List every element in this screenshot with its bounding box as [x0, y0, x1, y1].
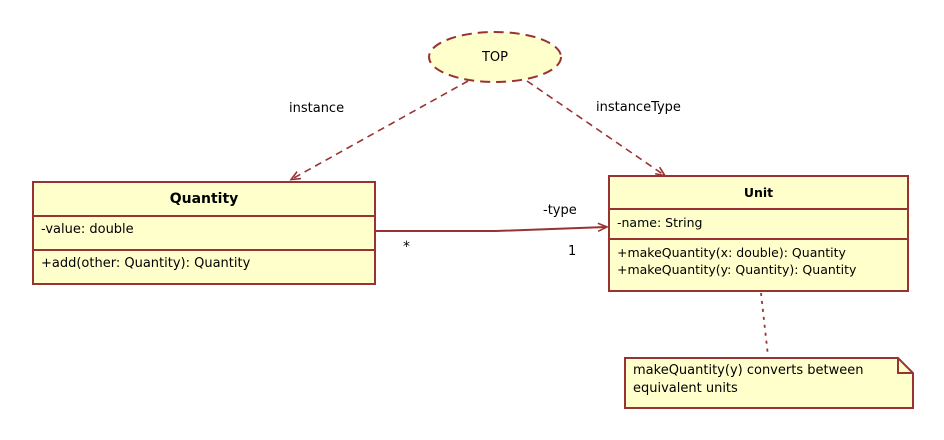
edge-note-link: [760, 292, 769, 357]
edge-instancetype: [526, 80, 667, 177]
multiplicity-source: *: [403, 239, 410, 255]
operation-row: +add(other: Quantity): Quantity: [41, 256, 251, 271]
edge-instance: [289, 80, 469, 181]
edge-label-instance: instance: [289, 101, 345, 116]
class-name-quantity: Quantity: [169, 191, 239, 207]
note-text-line: makeQuantity(y) converts between: [633, 363, 864, 378]
edge-type-line: [376, 222, 609, 233]
note-outline: [624, 357, 914, 409]
note-fold-icon: [897, 358, 913, 374]
edge-label-instancetype: instanceType: [596, 100, 681, 115]
class-name-unit: Unit: [743, 185, 774, 200]
edge-type: [376, 222, 609, 233]
top-node-label: TOP: [481, 49, 508, 65]
edge-instancetype-line: [526, 80, 667, 177]
note-text-line: equivalent units: [633, 381, 738, 396]
edge-instance-line: [289, 80, 469, 181]
operation-row: +makeQuantity(y: Quantity): Quantity: [617, 262, 857, 277]
class-attributes-quantity: -value: double: [34, 215, 374, 249]
attribute-row: -value: double: [41, 222, 134, 237]
class-box-unit[interactable]: Unit -name: String +makeQuantity(x: doub…: [608, 175, 909, 292]
note-text: makeQuantity(y) converts between equival…: [633, 362, 903, 398]
top-node[interactable]: TOP: [427, 30, 563, 84]
top-node-ellipse: [428, 31, 562, 83]
top-node-shape: [428, 31, 562, 83]
class-attributes-unit: -name: String: [610, 208, 907, 238]
edge-note-line: [760, 292, 769, 357]
edge-label-type: -type: [543, 203, 577, 218]
class-operations-unit: +makeQuantity(x: double): Quantity +make…: [610, 238, 907, 290]
note-shape: [624, 357, 914, 409]
operation-row: +makeQuantity(x: double): Quantity: [617, 245, 846, 260]
multiplicity-target: 1: [568, 244, 577, 259]
attribute-row: -name: String: [617, 215, 703, 230]
class-operations-quantity: +add(other: Quantity): Quantity: [34, 249, 374, 283]
note-box[interactable]: makeQuantity(y) converts between equival…: [624, 357, 914, 409]
class-box-quantity[interactable]: Quantity -value: double +add(other: Quan…: [32, 181, 376, 285]
